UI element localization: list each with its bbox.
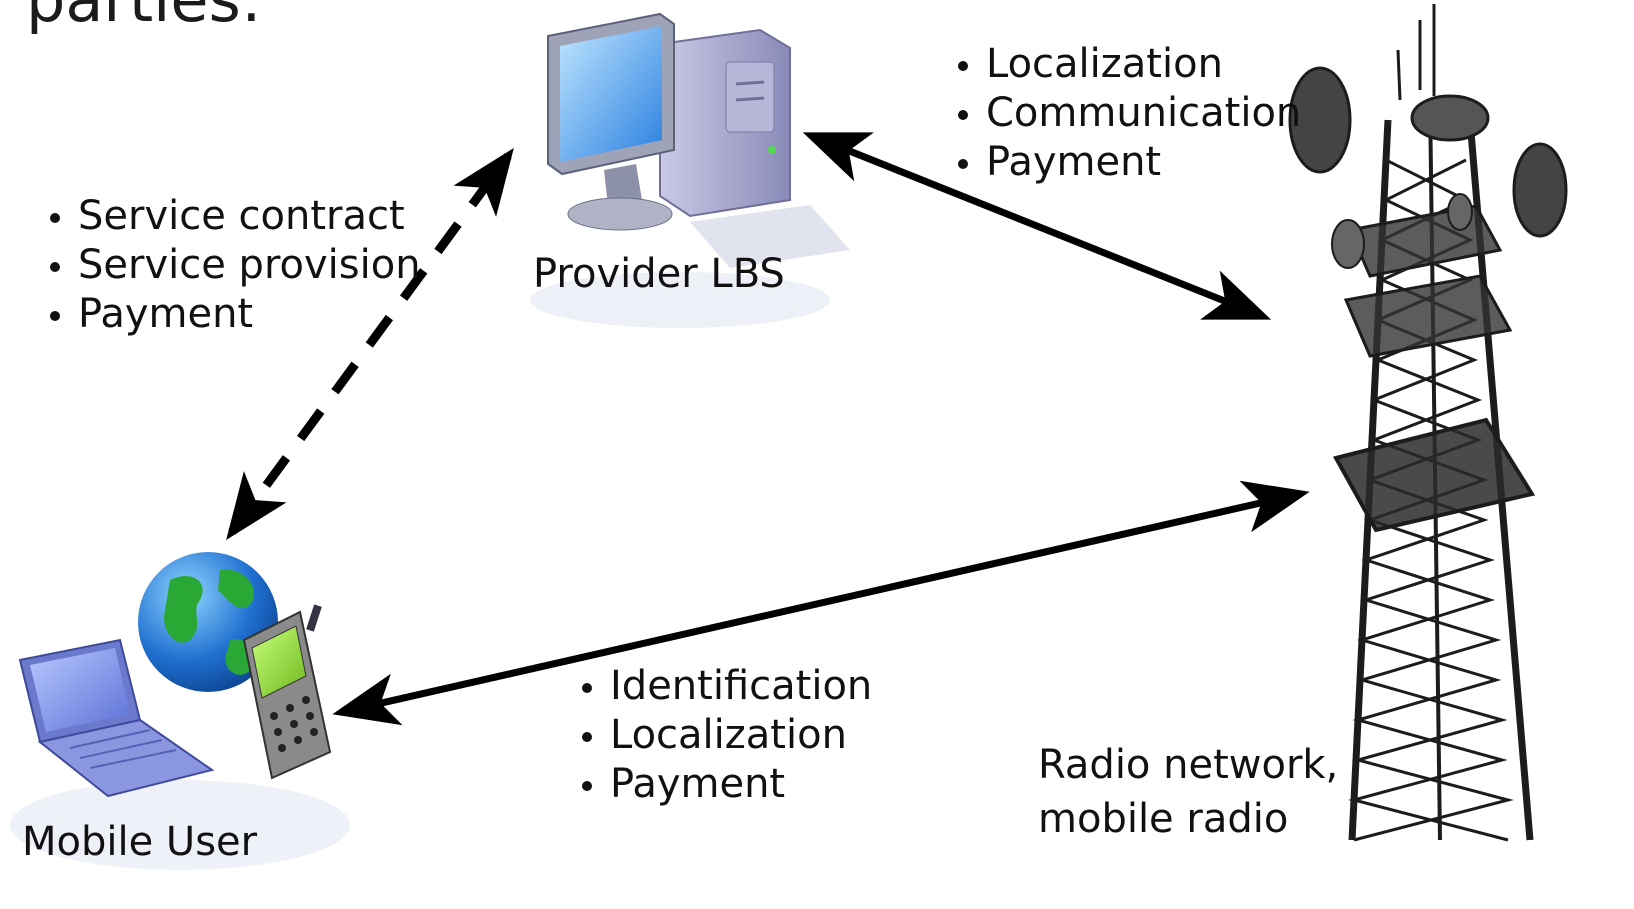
slide-title: parties:: [26, 0, 262, 40]
list-item: Localization: [576, 711, 872, 760]
network-label-line2: mobile radio: [1038, 796, 1289, 842]
network-label-line1: Radio network,: [1038, 742, 1339, 788]
user-provider-list: Service contract Service provision Payme…: [44, 192, 421, 339]
radio-tower-icon: [1288, 4, 1568, 842]
list-item: Communication: [952, 89, 1301, 138]
arrow-user-network: [332, 480, 1310, 726]
list-item: Payment: [44, 290, 421, 339]
list-item: Service provision: [44, 241, 421, 290]
list-item: Service contract: [44, 192, 421, 241]
list-item: Localization: [952, 40, 1301, 89]
user-network-list: Identification Localization Payment: [576, 662, 872, 809]
list-item: Payment: [576, 760, 872, 809]
provider-network-list: Localization Communication Payment: [952, 40, 1301, 187]
arrow-user-provider-dashed: [226, 148, 514, 540]
globe-laptop-phone-icon: [10, 552, 350, 870]
arrow-provider-network: [802, 132, 1272, 320]
list-item: Payment: [952, 138, 1301, 187]
list-item: Identification: [576, 662, 872, 711]
provider-label: Provider LBS: [533, 251, 785, 297]
mobile-user-label: Mobile User: [22, 819, 258, 865]
